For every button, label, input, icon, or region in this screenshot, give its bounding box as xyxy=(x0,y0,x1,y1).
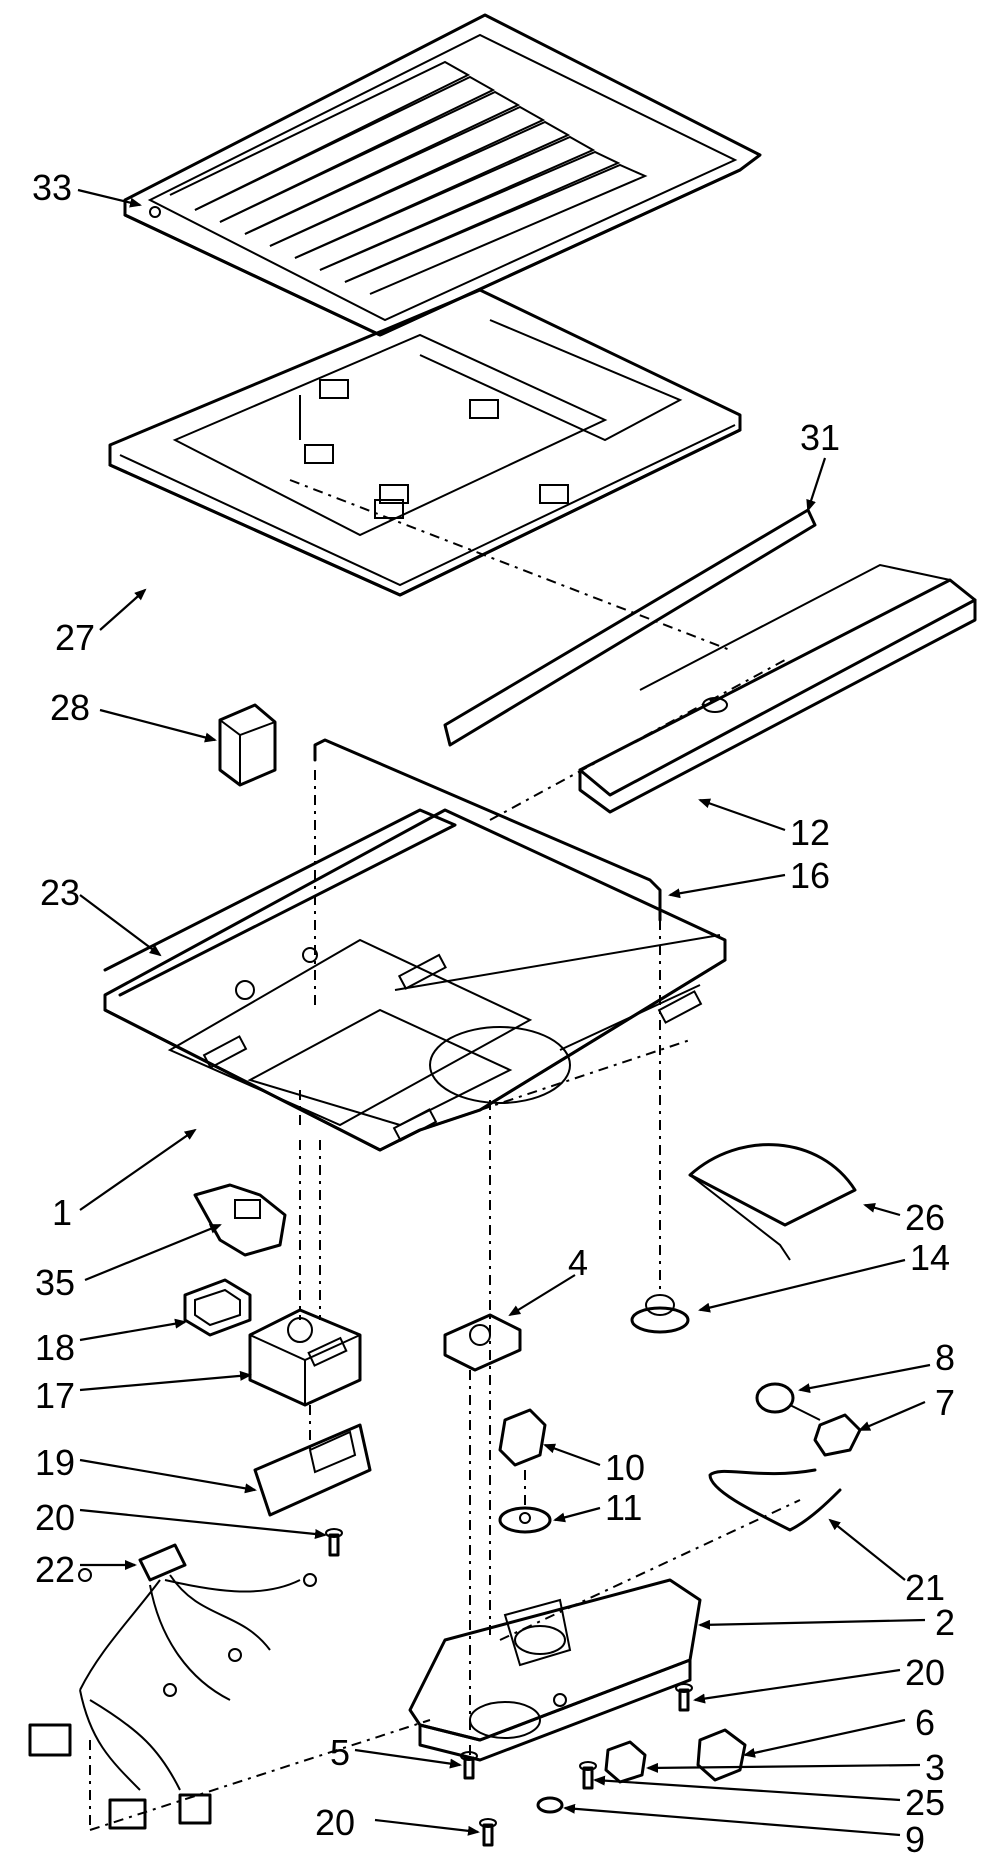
part-16-wire xyxy=(313,738,662,922)
part-27-tray-frame xyxy=(108,288,742,597)
part-2-bracket xyxy=(408,1578,702,1762)
callout-labels: 33 31 27 28 12 16 23 1 26 35 4 14 18 17 … xyxy=(32,167,955,1857)
callout-2: 2 xyxy=(935,1602,955,1643)
part-11-fan-blade xyxy=(498,1506,552,1534)
callout-6: 6 xyxy=(915,1702,935,1743)
part-20-screw-b xyxy=(675,1683,693,1712)
part-17-housing xyxy=(248,1308,362,1407)
part-25-screw xyxy=(579,1761,597,1790)
part-19-bracket xyxy=(253,1423,372,1517)
leader-lines xyxy=(77,188,931,1837)
callout-22: 22 xyxy=(35,1549,75,1590)
part-1-base-pan xyxy=(103,808,727,1152)
callout-20-right: 20 xyxy=(905,1652,945,1693)
callout-12: 12 xyxy=(790,812,830,853)
callout-17: 17 xyxy=(35,1375,75,1416)
part-20-screw-c xyxy=(479,1818,497,1847)
callout-21: 21 xyxy=(905,1567,945,1608)
callout-8: 8 xyxy=(935,1337,955,1378)
part-18-gasket xyxy=(183,1278,252,1337)
callout-14: 14 xyxy=(910,1237,950,1278)
part-26-shroud xyxy=(688,1143,857,1261)
callout-1: 1 xyxy=(52,1192,72,1233)
callout-26: 26 xyxy=(905,1197,945,1238)
callout-28: 28 xyxy=(50,687,90,728)
part-22-harness xyxy=(28,1543,317,1830)
part-3-switch xyxy=(604,1740,647,1784)
callout-18: 18 xyxy=(35,1327,75,1368)
callout-27: 27 xyxy=(55,617,95,658)
part-20-screw-a xyxy=(325,1528,343,1557)
callout-11: 11 xyxy=(605,1487,642,1528)
part-21-wire xyxy=(708,1468,842,1532)
part-9-washer xyxy=(536,1796,564,1814)
callout-3: 3 xyxy=(925,1747,945,1788)
part-31-strip xyxy=(443,508,817,747)
callout-33: 33 xyxy=(32,167,72,208)
part-28-block xyxy=(218,703,277,787)
callout-20-bottom: 20 xyxy=(315,1802,355,1843)
callout-10: 10 xyxy=(605,1447,645,1488)
callout-23: 23 xyxy=(40,872,80,913)
part-4-motor-mount xyxy=(443,1313,522,1372)
callout-19: 19 xyxy=(35,1442,75,1483)
callout-7: 7 xyxy=(935,1382,955,1423)
part-14-grommet xyxy=(630,1294,690,1334)
callout-4: 4 xyxy=(568,1242,588,1283)
part-10-fan-motor xyxy=(498,1408,547,1467)
part-6-switch xyxy=(696,1728,747,1782)
callout-31: 31 xyxy=(800,417,840,458)
callout-9: 9 xyxy=(905,1819,925,1857)
part-8-terminal xyxy=(755,1382,821,1421)
part-12-channel xyxy=(578,563,977,814)
callout-20-upper: 20 xyxy=(35,1497,75,1538)
callout-25: 25 xyxy=(905,1782,945,1823)
alignment-lines xyxy=(89,479,801,1831)
callout-5: 5 xyxy=(330,1732,350,1773)
callout-35: 35 xyxy=(35,1262,75,1303)
part-33-top-cover xyxy=(123,13,762,337)
callout-16: 16 xyxy=(790,855,830,896)
part-35-clip xyxy=(193,1183,287,1257)
part-7-connector xyxy=(813,1413,862,1457)
